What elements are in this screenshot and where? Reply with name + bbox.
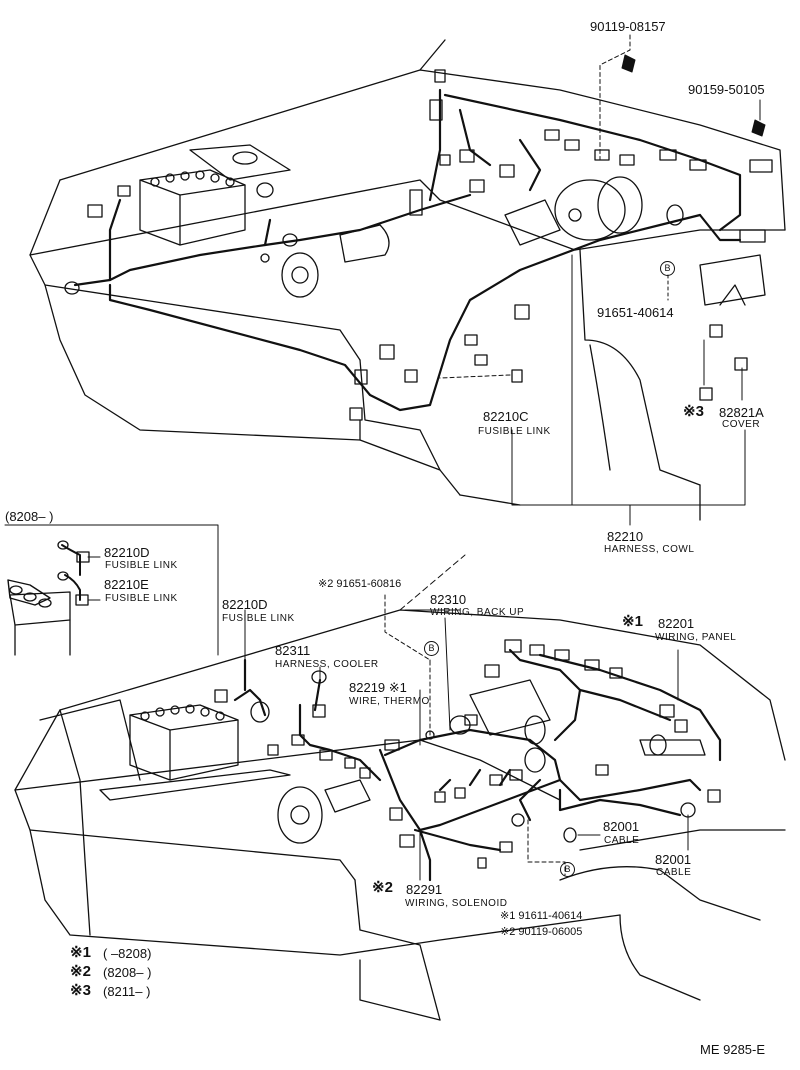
inset-box (4, 524, 219, 656)
legend-mark-1: ※1 (70, 944, 91, 961)
bottom-leaders (244, 594, 689, 881)
part-82001-a-desc: CABLE (604, 835, 640, 846)
part-82201: 82201 (658, 616, 695, 631)
legend-mark-2: ※2 (70, 963, 91, 980)
footer-code: ME 9285-E (700, 1042, 766, 1057)
part-82210: 82210 (607, 529, 644, 544)
part-90119-08157: 90119-08157 (590, 19, 666, 34)
legend-mark-3: ※3 (70, 982, 91, 999)
part-82821A-desc: COVER (722, 419, 761, 430)
ref-marker-b: B (660, 261, 675, 276)
part-82210D: 82210D (222, 597, 268, 612)
part-82821A-mark: ※3 (683, 403, 704, 420)
part-82201-mark: ※1 (622, 613, 643, 630)
legend-range-3: (8211– ) (103, 984, 151, 999)
part-82291: 82291 (406, 882, 443, 897)
part-82001-b-desc: CABLE (656, 867, 692, 878)
legend-range-1: ( –8208) (103, 946, 152, 961)
top-battery (139, 144, 291, 246)
part-91651-40614: 91651-40614 (597, 305, 674, 320)
inset-part-82210E-desc: FUSIBLE LINK (105, 593, 178, 604)
part-82311-desc: HARNESS, COOLER (275, 659, 379, 670)
part-82310: 82310 (430, 592, 467, 607)
top-leaders (439, 34, 766, 526)
ref-marker-b-1: B (424, 641, 439, 656)
part-82001-a: 82001 (603, 819, 640, 834)
bottom-battery (99, 704, 291, 801)
bottom-connectors (214, 639, 721, 869)
bottom-engine-parts (277, 679, 706, 844)
bottom-body-outline (14, 554, 786, 1021)
ref-marker-b-2: B (560, 862, 575, 877)
part-82310-desc: WIRING, BACK UP (430, 607, 525, 618)
part-82210-desc: HARNESS, COWL (604, 544, 695, 555)
part-82291-desc: WIRING, SOLENOID (405, 898, 508, 909)
top-body-outline (29, 39, 786, 521)
part-82210C: 82210C (483, 409, 529, 424)
part-82210C-desc: FUSIBLE LINK (478, 426, 551, 437)
inset-part-82210E: 82210E (104, 577, 149, 592)
inset-range: (8208– ) (5, 509, 54, 524)
inset-part-82210D-desc: FUSIBLE LINK (105, 560, 178, 571)
part-82210D-desc: FUSIBLE LINK (222, 613, 295, 624)
part-90159-50105: 90159-50105 (688, 82, 765, 97)
top-harness (73, 88, 742, 412)
part-82291-mark: ※2 (372, 879, 393, 896)
bottom-harness (233, 648, 722, 882)
part-82219-desc: WIRE, THERMO (349, 696, 430, 707)
top-engine-parts (281, 176, 766, 306)
part-91651-60816: ※2 91651-60816 (318, 578, 402, 590)
inset-part-82210D: 82210D (104, 545, 150, 560)
ref-91611-40614: ※1 91611-40614 (500, 910, 583, 922)
part-82219: 82219 ※1 (349, 680, 407, 695)
part-82001-b: 82001 (655, 852, 692, 867)
top-connectors (64, 69, 773, 421)
part-82201-desc: WIRING, PANEL (655, 632, 737, 643)
part-82821A: 82821A (719, 405, 764, 420)
part-82311: 82311 (275, 643, 311, 658)
ref-90119-06005: ※2 90119-06005 (500, 926, 583, 938)
legend-range-2: (8208– ) (103, 965, 152, 980)
